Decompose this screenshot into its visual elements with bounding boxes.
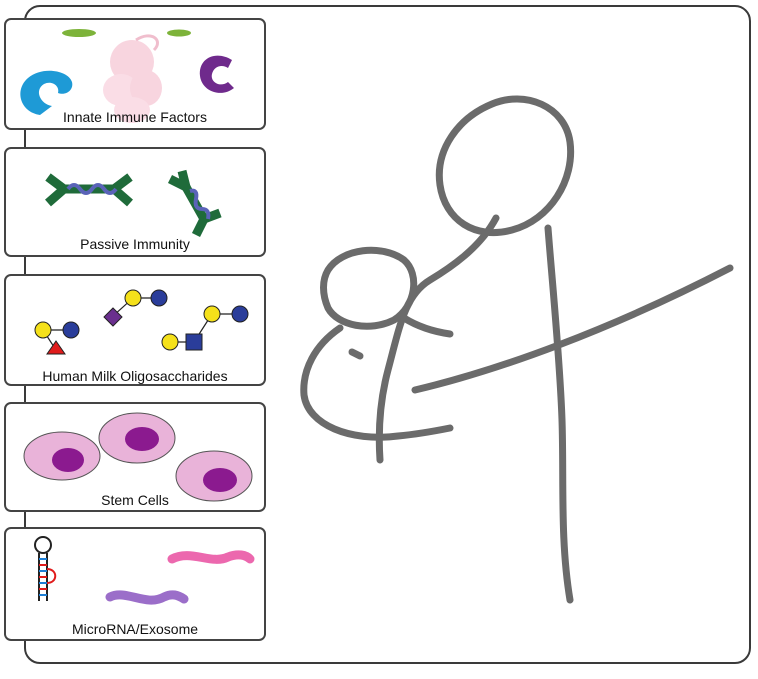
panel-human-milk-oligosaccharides: Human Milk Oligosaccharides xyxy=(4,274,266,386)
panel-label-microrna-exosome: MicroRNA/Exosome xyxy=(71,621,199,637)
panel-label-stem-cells: Stem Cells xyxy=(101,492,169,508)
microrna-exosome-icon xyxy=(34,536,255,605)
antibody-icon xyxy=(45,169,222,238)
panel-label-passive-immunity: Passive Immunity xyxy=(80,236,190,252)
panel-microrna-exosome: MicroRNA/Exosome xyxy=(4,527,266,641)
panel-stem-cells: Stem Cells xyxy=(4,402,266,512)
panel-innate-immune-factors: Innate Immune Factors xyxy=(4,18,266,130)
mother-extended-arm xyxy=(411,264,734,394)
panel-label-innate-immune-factors: Innate Immune Factors xyxy=(63,109,207,125)
mother-infant-sketch xyxy=(300,95,734,604)
innate-immune-factors-icon xyxy=(20,29,234,123)
panel-label-human-milk-oligosaccharides: Human Milk Oligosaccharides xyxy=(42,368,228,384)
infant-mother-link xyxy=(400,314,454,338)
panel-passive-immunity: Passive Immunity xyxy=(4,147,266,257)
infant-face xyxy=(348,348,364,360)
mother-body xyxy=(544,224,574,604)
oligosaccharide-glycan-icon xyxy=(34,289,249,355)
infant-body xyxy=(300,324,454,441)
infant-head xyxy=(320,246,418,330)
mother-head xyxy=(435,95,575,237)
stem-cell-icon xyxy=(23,412,253,502)
